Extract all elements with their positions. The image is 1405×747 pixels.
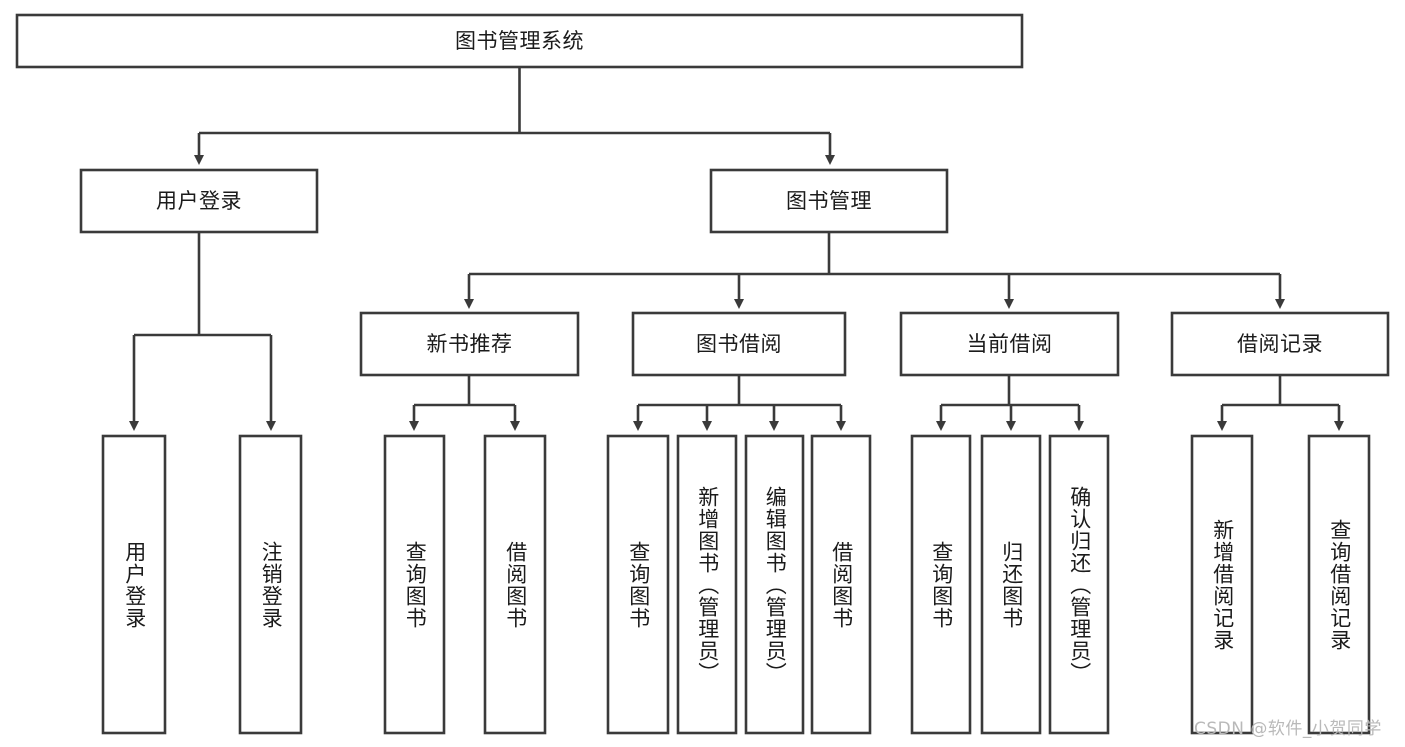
leaf-user-logout-box[interactable] <box>238 434 303 735</box>
leaf-query-book-rec-box[interactable] <box>383 434 446 735</box>
leaf-edit-book-box[interactable] <box>744 434 805 735</box>
node-new-book-rec-box[interactable] <box>359 311 580 377</box>
leaf-confirm-return-box[interactable] <box>1048 434 1110 735</box>
leaf-query-record-box[interactable] <box>1307 434 1371 735</box>
node-root-box[interactable] <box>15 13 1024 69</box>
leaf-borrow-book-rec-box[interactable] <box>483 434 547 735</box>
node-borrow-record-box[interactable] <box>1170 311 1390 377</box>
leaf-add-book-box[interactable] <box>676 434 738 735</box>
leaf-return-book-box[interactable] <box>980 434 1042 735</box>
node-book-manage-box[interactable] <box>709 168 949 234</box>
node-current-borrow-box[interactable] <box>899 311 1120 377</box>
leaf-user-login-box[interactable] <box>101 434 167 735</box>
node-user-login-box[interactable] <box>79 168 319 234</box>
leaf-query-book-borrow-box[interactable] <box>606 434 670 735</box>
leaf-add-record-box[interactable] <box>1190 434 1254 735</box>
leaf-query-book-cur-box[interactable] <box>910 434 972 735</box>
node-book-borrow-box[interactable] <box>631 311 847 377</box>
leaf-borrow-book-box[interactable] <box>810 434 872 735</box>
